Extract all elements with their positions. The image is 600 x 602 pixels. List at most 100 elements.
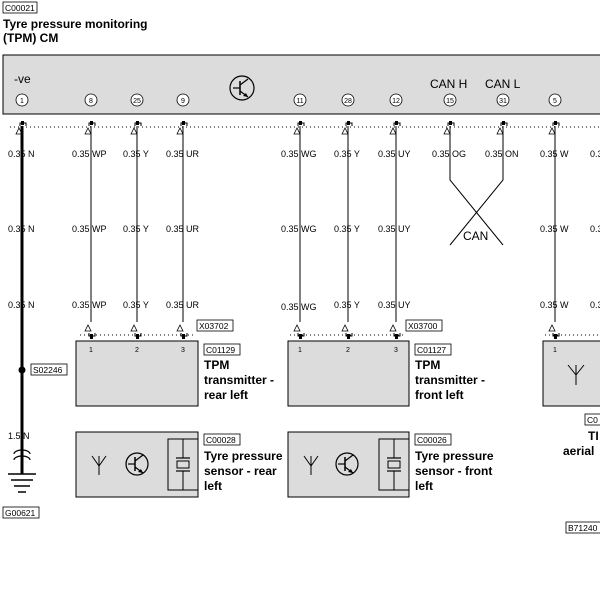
- antenna-icon: [303, 455, 319, 475]
- module-ground-label: -ve: [14, 72, 31, 86]
- sensor-rear-title3: left: [204, 479, 222, 493]
- aerial-title1: TI: [588, 429, 599, 443]
- wire-label: 0.3: [590, 149, 600, 159]
- transmitter-pin: 1: [298, 347, 302, 354]
- transmitter-pin: 2: [135, 347, 139, 354]
- sensor-rear-code: C00028: [206, 435, 236, 445]
- svg-text:9: 9: [181, 98, 185, 105]
- can-l-label: CAN L: [485, 77, 521, 91]
- can-h-wire: [449, 126, 504, 246]
- module-pin: 9: [176, 93, 190, 107]
- transmitter-pin: 1: [89, 347, 93, 354]
- tpm-transmitter-rear-left: [75, 340, 199, 407]
- wire-label: 0.35 WG: [281, 302, 317, 312]
- module-terminals: [15, 121, 560, 135]
- wires: [20, 126, 556, 446]
- transmitter-pin: 2: [346, 347, 350, 354]
- wire-label: 0.35 Y: [123, 224, 149, 234]
- wire-label: 0.35 N: [8, 224, 35, 234]
- module-pin: 31: [496, 93, 510, 107]
- wire-label: 0.35 W: [540, 300, 569, 310]
- figure-code: B71240: [568, 523, 598, 533]
- wire-label: 0.35 WP: [72, 224, 107, 234]
- module-title-line2: (TPM) CM: [3, 31, 58, 45]
- svg-text:28: 28: [344, 98, 352, 105]
- transistor-icon: [335, 452, 359, 476]
- sensor-rear-title2: sensor - rear: [204, 464, 277, 478]
- module-pin: 11: [293, 93, 307, 107]
- sensor-front-code: C00026: [417, 435, 447, 445]
- aerial-pin: 1: [553, 347, 557, 354]
- wire-label: 0.35 UR: [166, 149, 200, 159]
- svg-text:5: 5: [553, 98, 557, 105]
- wire-label: 0.3: [590, 224, 600, 234]
- wire-labels-row1: 0.35 N 0.35 WP 0.35 Y 0.35 UR 0.35 WG 0.…: [8, 149, 600, 159]
- sensor-front-code-tag: [414, 433, 452, 446]
- sensor-front-title2: sensor - front: [415, 464, 492, 478]
- transmitter-pin: 3: [394, 347, 398, 354]
- wire-label: 0.3: [590, 300, 600, 310]
- aerial-title2: aerial: [563, 444, 594, 458]
- module-code: C00021: [5, 3, 35, 13]
- wire-label: 0.35 Y: [334, 149, 360, 159]
- connector-front-code: X03700: [408, 321, 438, 331]
- module-code-tag: [2, 1, 38, 14]
- module-pin: 1: [15, 93, 29, 107]
- ground-code: G00621: [5, 508, 36, 518]
- wire-label: 0.35 WP: [72, 300, 107, 310]
- tpm-transmitter-front-left: [287, 340, 410, 407]
- transmitter-front-title1: TPM: [415, 358, 440, 372]
- ground-wire-label: 1.5 N: [8, 431, 30, 441]
- can-label: CAN: [463, 229, 488, 243]
- splice-dot: [18, 366, 26, 374]
- transmitter-rear-code-tag: [203, 343, 241, 356]
- module-pin: 8: [84, 93, 98, 107]
- connector-rear-tag: [196, 319, 234, 332]
- can-h-label: CAN H: [430, 77, 467, 91]
- figure-code-tag: [565, 521, 600, 534]
- ground-code-tag: [2, 506, 40, 519]
- module-pin: 25: [130, 93, 144, 107]
- sensor-front-title1: Tyre pressure: [415, 449, 494, 463]
- wire-label: 0.35 UY: [378, 224, 411, 234]
- module-pin: 12: [389, 93, 403, 107]
- can-l-wire: [449, 126, 504, 246]
- svg-text:12: 12: [392, 98, 400, 105]
- transmitter-front-title3: front left: [415, 388, 464, 402]
- wire-label: 0.35 OG: [432, 149, 466, 159]
- wire-label: 0.35 W: [540, 224, 569, 234]
- wire-label: 0.35 WG: [281, 224, 317, 234]
- svg-text:25: 25: [133, 98, 141, 105]
- connector-rear-code: X03702: [199, 321, 229, 331]
- crystal-icon: [378, 438, 410, 491]
- antenna-icon: [91, 455, 107, 475]
- module-pin: 28: [341, 93, 355, 107]
- transmitter-rear-code: C01129: [206, 345, 235, 355]
- module-pin: 5: [548, 93, 562, 107]
- wire-label: 0.35 W: [540, 149, 569, 159]
- aerial-code-tag: [584, 413, 600, 426]
- svg-text:1: 1: [20, 98, 24, 105]
- wire-label: 0.35 N: [8, 300, 35, 310]
- tpm-aerial: [542, 340, 600, 407]
- wire-label: 0.35 WP: [72, 149, 107, 159]
- transmitter-front-title2: transmitter -: [415, 373, 485, 387]
- transmitter-rear-title3: rear left: [204, 388, 248, 402]
- wire-label: 0.35 WG: [281, 149, 317, 159]
- tyre-pressure-sensor-rear-left: [75, 431, 199, 498]
- transmitter-front-code-tag: [414, 343, 452, 356]
- wire-label: 0.35 Y: [123, 300, 149, 310]
- wire-label: 0.35 UY: [378, 149, 411, 159]
- antenna-icon: [567, 364, 585, 385]
- transistor-icon: [125, 452, 149, 476]
- tyre-pressure-sensor-front-left: [287, 431, 410, 498]
- sensor-front-title3: left: [415, 479, 433, 493]
- wire-label: 0.35 UR: [166, 224, 200, 234]
- transmitter-pin: 3: [181, 347, 185, 354]
- module-pins: 1 8 25 9 11 28 12 15: [15, 93, 562, 107]
- svg-text:31: 31: [499, 98, 507, 105]
- sensor-rear-code-tag: [203, 433, 241, 446]
- transistor-icon: [229, 75, 255, 101]
- wire-labels-row2: 0.35 N 0.35 WP 0.35 Y 0.35 UR 0.35 WG 0.…: [8, 224, 600, 234]
